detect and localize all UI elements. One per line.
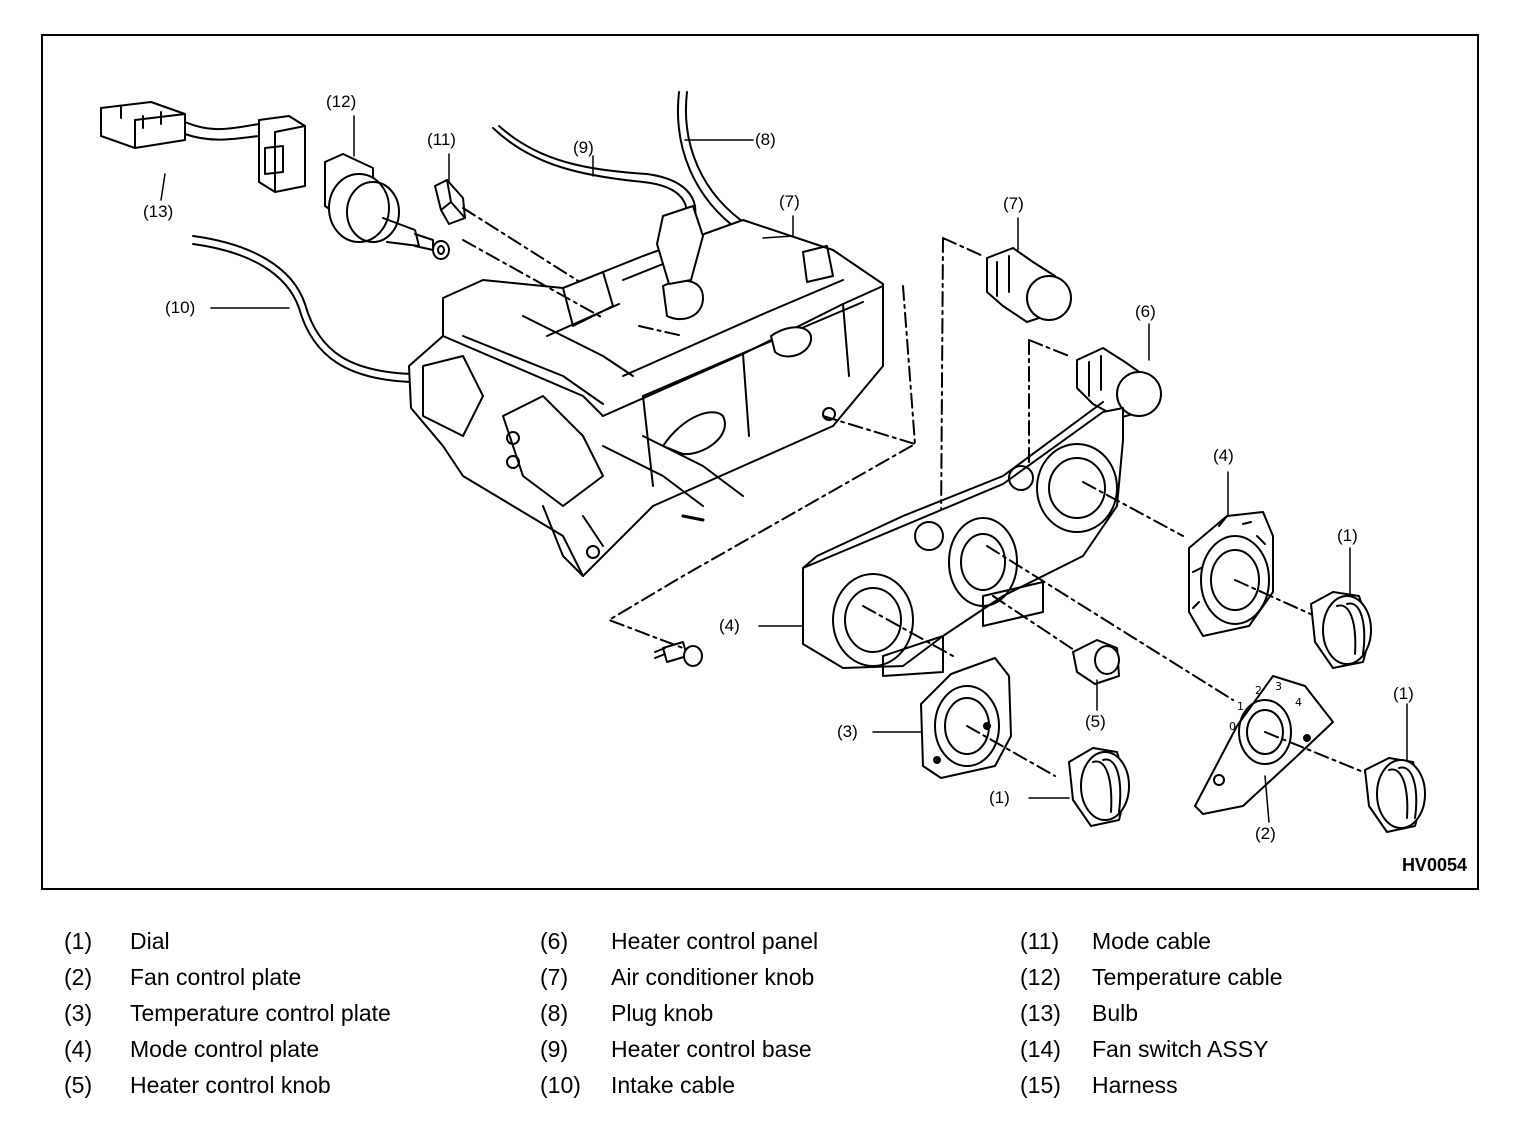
legend-number: (4) <box>64 1036 93 1062</box>
legend-text: Dial <box>130 928 170 954</box>
harness-drawing <box>100 101 306 193</box>
legend-text: Fan switch ASSY <box>1092 1036 1269 1062</box>
legend-text: Plug knob <box>611 1000 714 1026</box>
legend-text: Heater control panel <box>611 928 819 954</box>
legend-text: Heater control base <box>611 1036 812 1062</box>
callout-2: (2) <box>1255 824 1276 843</box>
legend-text: Temperature control plate <box>130 1000 391 1026</box>
legend-column-2: (6) Heater control panel (7) Air condition… <box>540 928 818 1108</box>
legend-text: Harness <box>1092 1072 1178 1098</box>
legend-text: Intake cable <box>611 1072 736 1098</box>
fan-plate-mark-4: 4 <box>1295 696 1302 709</box>
legend-item: (12) Temperature cable <box>1020 964 1283 1000</box>
legend-text: Air conditioner knob <box>611 964 815 990</box>
legend-number: (9) <box>540 1036 569 1062</box>
dial-drawing <box>1068 747 1130 827</box>
legend-number: (7) <box>540 964 569 990</box>
legend-number: (10) <box>540 1072 581 1098</box>
callout-9: (7) <box>779 192 800 211</box>
callout-7: (7) <box>1003 194 1024 213</box>
legend-number: (15) <box>1020 1072 1061 1098</box>
legend-text: Temperature cable <box>1092 964 1283 990</box>
legend-item: (13) Bulb <box>1020 1000 1283 1036</box>
screw-drawing <box>654 641 703 667</box>
legend-item: (4) Mode control plate <box>64 1036 391 1072</box>
legend-item: (11) Mode cable <box>1020 928 1283 964</box>
legend-text: Bulb <box>1092 1000 1139 1026</box>
heater-control-knob-drawing <box>1072 639 1120 685</box>
legend-text: Mode cable <box>1092 928 1211 954</box>
legend-item: (2) Fan control plate <box>64 964 391 1000</box>
fan-switch-drawing <box>324 153 450 260</box>
legend-item: (7) Air conditioner knob <box>540 964 818 1000</box>
fan-plate-mark-3: 3 <box>1275 680 1282 693</box>
legend-number: (13) <box>1020 1000 1061 1026</box>
legend-item: (15) Harness <box>1020 1072 1283 1108</box>
callout-1-right-top: (1) <box>1337 526 1358 545</box>
bulb-drawing <box>434 179 644 323</box>
fan-plate-mark-1: 1 <box>1237 700 1244 713</box>
temperature-cable-drawing <box>192 235 414 375</box>
legend-number: (8) <box>540 1000 569 1026</box>
legend-number: (5) <box>64 1072 93 1098</box>
callout-8: (6) <box>1135 302 1156 321</box>
callout-15: (13) <box>143 202 174 221</box>
dial-drawing <box>1310 591 1372 669</box>
figure-code: HV0054 <box>1401 855 1467 875</box>
callout-4: (4) <box>1213 446 1234 465</box>
exploded-diagram-drawing: 0 1 2 3 4 <box>100 91 1426 833</box>
callout-13: (11) <box>427 130 456 149</box>
legend-item: (3) Temperature control plate <box>64 1000 391 1036</box>
legend-item: (10) Intake cable <box>540 1072 818 1108</box>
plug-knob-drawing <box>1028 339 1162 483</box>
legend-item: (6) Heater control panel <box>540 928 818 964</box>
callout-3: (3) <box>837 722 858 741</box>
legend-column-1: (1) Dial (2) Fan control plate (3) Temperat… <box>64 928 391 1108</box>
fan-control-plate-drawing <box>1194 675 1374 815</box>
callout-6: (4) <box>719 616 740 635</box>
legend-number: (1) <box>64 928 93 954</box>
fan-plate-mark-2: 2 <box>1255 684 1262 697</box>
legend-text: Fan control plate <box>130 964 302 990</box>
legend-number: (3) <box>64 1000 93 1026</box>
temperature-control-plate-drawing <box>920 657 1056 779</box>
legend-item: (9) Heater control base <box>540 1036 818 1072</box>
legend-number: (2) <box>64 964 93 990</box>
fan-plate-mark-0: 0 <box>1229 720 1236 733</box>
air-conditioner-knob-drawing <box>940 237 1072 529</box>
legend-number: (6) <box>540 928 569 954</box>
legend-text: Heater control knob <box>130 1072 331 1098</box>
mode-control-plate-drawing <box>1188 511 1316 637</box>
heater-control-base-drawing <box>408 205 884 577</box>
legend-item: (8) Plug knob <box>540 1000 818 1036</box>
parts-legend: (1) Dial (2) Fan control plate (3) Temperat… <box>0 928 1520 1118</box>
legend-number: (14) <box>1020 1036 1061 1062</box>
callout-14: (12) <box>326 92 357 111</box>
callout-11: (9) <box>573 138 594 157</box>
mode-cable-drawing <box>492 127 688 227</box>
legend-number: (11) <box>1020 928 1060 954</box>
callout-12: (10) <box>165 298 196 317</box>
dial-drawing <box>1364 757 1426 833</box>
leader-lines <box>160 115 1408 823</box>
callout-1-center: (1) <box>989 788 1010 807</box>
legend-item: (5) Heater control knob <box>64 1072 391 1108</box>
callout-10: (8) <box>755 130 776 149</box>
exploded-diagram-frame: 0 1 2 3 4 <box>41 34 1479 890</box>
legend-item: (1) Dial <box>64 928 391 964</box>
heater-control-panel-drawing <box>802 401 1124 677</box>
legend-item: (14) Fan switch ASSY <box>1020 1036 1283 1072</box>
legend-number: (12) <box>1020 964 1061 990</box>
legend-text: Mode control plate <box>130 1036 320 1062</box>
callout-5: (5) <box>1085 712 1106 731</box>
callout-1-right-bottom: (1) <box>1393 684 1414 703</box>
legend-column-3: (11) Mode cable (12) Temperature cable (13… <box>1020 928 1283 1108</box>
